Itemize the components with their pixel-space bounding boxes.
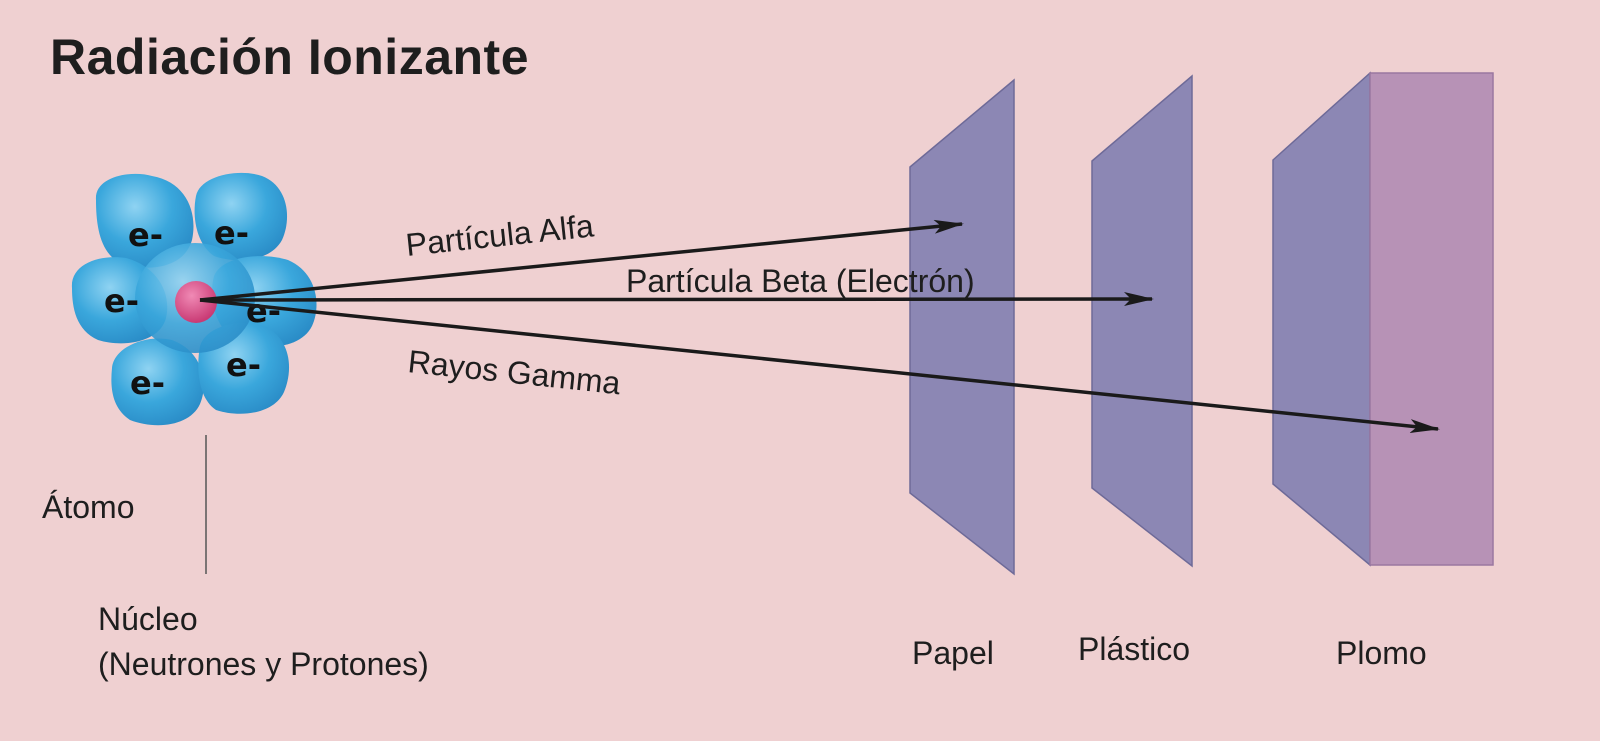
nucleus-label: Núcleo [98, 601, 198, 637]
nucleus [175, 281, 217, 323]
electron-symbol: e- [246, 292, 281, 330]
electron-symbol: e- [130, 364, 165, 402]
barrier-plastic [1091, 74, 1193, 568]
electron-cloud [71, 172, 317, 426]
electron-symbol: e- [104, 282, 139, 320]
electron-symbol: e- [226, 346, 261, 384]
alpha-label: Partícula Alfa [404, 207, 595, 263]
beta-ray-arrow [199, 292, 1154, 307]
page-title: Radiación Ionizante [50, 29, 530, 85]
barrier-paper [909, 78, 1015, 576]
beta-label: Partícula Beta (Electrón) [626, 263, 975, 299]
electron-symbol: e- [128, 216, 163, 254]
electron-symbol: e- [214, 214, 249, 252]
barrier-lead [1272, 71, 1494, 567]
gamma-label: Rayos Gamma [406, 343, 622, 401]
nucleus-sublabel: (Neutrones y Protones) [98, 646, 429, 682]
atom-label: Átomo [42, 489, 134, 525]
lead-label: Plomo [1336, 635, 1427, 671]
atom: e- e- e- e- e- e- [71, 172, 317, 426]
plastic-label: Plástico [1078, 631, 1190, 667]
gamma-ray-arrow [199, 298, 1440, 434]
paper-label: Papel [912, 635, 994, 671]
alpha-ray-arrow [199, 219, 964, 302]
